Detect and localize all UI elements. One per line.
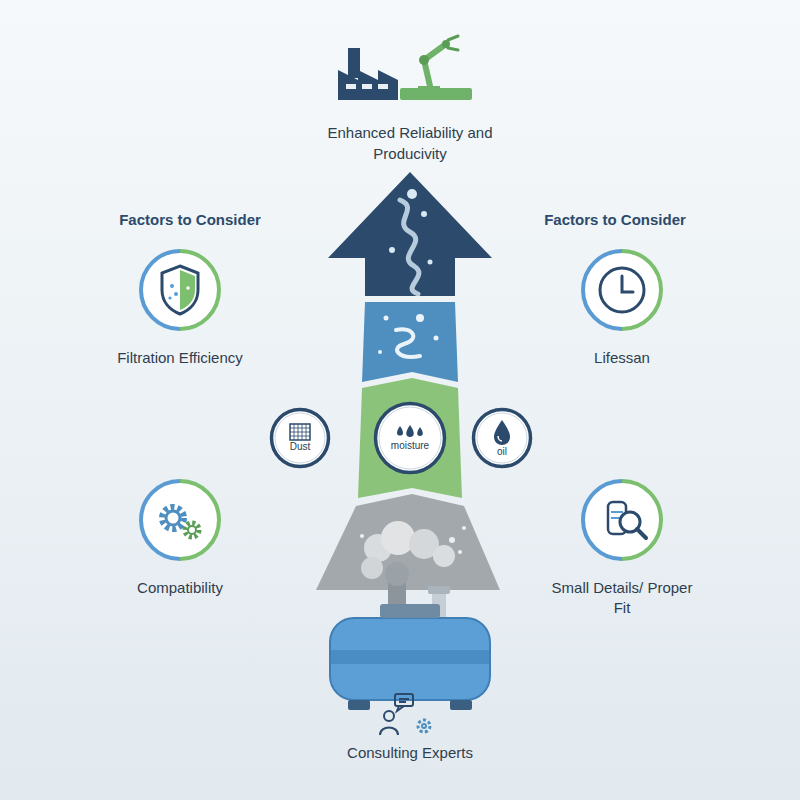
arrow-stack	[316, 172, 500, 590]
factor-label: Filtration Efficiency	[117, 348, 243, 368]
section-heading: Factors to Consider	[119, 211, 261, 228]
water-drops-icon	[392, 424, 428, 440]
factory-icon	[338, 36, 472, 100]
icon-ring	[136, 246, 224, 334]
factor-icon	[136, 246, 224, 334]
icon-ring	[578, 476, 666, 564]
contaminant-label: moisture	[391, 440, 429, 452]
contaminant-circle: oil	[471, 407, 533, 469]
factor-label: Compatibility	[137, 578, 223, 598]
section-heading: Factors to Consider	[544, 211, 686, 228]
diagram-title: Enhanced Reliability and Producivity	[300, 122, 520, 164]
contaminant-circle: Dust	[269, 407, 331, 469]
icon-ring	[136, 476, 224, 564]
factor-icon	[578, 476, 666, 564]
factor-circle: Compatibility	[95, 476, 265, 598]
contaminant-circle: moisture	[373, 401, 447, 475]
compressor-illustration	[330, 521, 490, 710]
factor-circle: Small Details/ Proper Fit	[537, 476, 707, 618]
factor-circle: Lifessan	[537, 246, 707, 368]
factor-icon	[136, 476, 224, 564]
factor-icon	[578, 246, 666, 334]
oil-drop-icon	[492, 419, 512, 446]
footer-label: Consulting Experts	[347, 742, 473, 763]
filter-grid-icon	[289, 423, 311, 441]
factor-label: Lifessan	[594, 348, 650, 368]
consulting-icon	[380, 694, 430, 735]
circle-outline	[373, 401, 447, 475]
contaminant-label: Dust	[290, 441, 311, 453]
icon-ring	[578, 246, 666, 334]
circle-outline	[269, 407, 331, 469]
contaminant-label: oil	[497, 446, 507, 458]
factor-circle: Filtration Efficiency	[95, 246, 265, 368]
factor-label: Small Details/ Proper Fit	[547, 578, 697, 618]
